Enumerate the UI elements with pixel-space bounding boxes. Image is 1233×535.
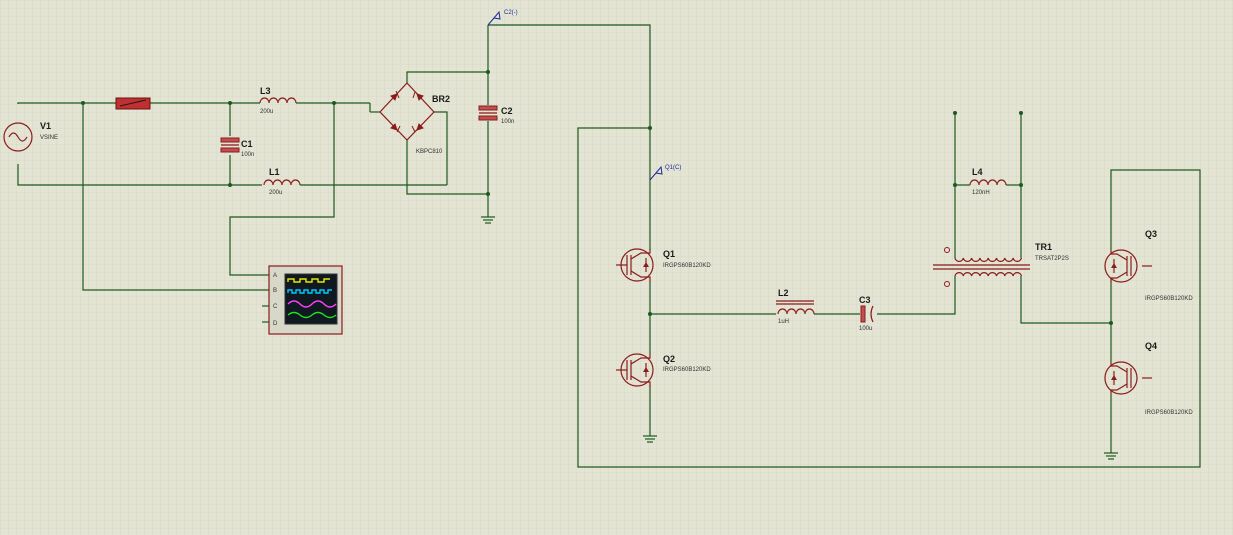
- br2-ref: BR2: [432, 94, 450, 104]
- v1-ref: V1: [40, 121, 51, 131]
- igbt-q2[interactable]: Q2 IRGPS60B120KD: [616, 353, 711, 387]
- voltage-probe-c2[interactable]: C2(-): [487, 10, 518, 26]
- igbt-q1[interactable]: Q1 IRGPS60B120KD: [616, 248, 711, 282]
- v1-value: VSINE: [40, 135, 58, 141]
- l2-value: 1uH: [778, 319, 789, 325]
- q1-ref: Q1: [663, 249, 675, 259]
- l1-value: 200u: [269, 190, 282, 196]
- inductor-l2[interactable]: L2 1uH: [776, 288, 815, 325]
- l2-ref: L2: [778, 288, 789, 298]
- fuse[interactable]: [115, 97, 151, 110]
- c3-ref: C3: [859, 295, 871, 305]
- voltage-probe-q1[interactable]: Q1(C): [649, 165, 681, 181]
- probe-q1-label: Q1(C): [665, 165, 681, 171]
- l3-value: 200u: [260, 109, 273, 115]
- c3-value: 100u: [859, 326, 872, 332]
- capacitor-c2[interactable]: C2 100n: [478, 105, 514, 125]
- ground-q2: [643, 435, 657, 443]
- scope-pin-b: B: [273, 288, 277, 294]
- igbt-q4[interactable]: Q4 IRGPS60B120KD: [1104, 341, 1193, 416]
- c2-ref: C2: [501, 106, 513, 116]
- bridge-rectifier-br2[interactable]: BR2 KBPC810: [369, 82, 450, 155]
- probe-c2-label: C2(-): [504, 10, 518, 16]
- q2-ref: Q2: [663, 354, 675, 364]
- scope-pin-d: D: [273, 321, 278, 327]
- wires: [17, 24, 1201, 468]
- br2-value: KBPC810: [416, 149, 443, 155]
- l4-value: 120nH: [972, 190, 990, 196]
- capacitor-c3[interactable]: C3 100u: [859, 295, 874, 332]
- tr1-value: TRSAT2P2S: [1035, 256, 1069, 262]
- inductor-l1[interactable]: L1 200u: [263, 167, 301, 196]
- ground-c2: [481, 216, 495, 224]
- tr1-ref: TR1: [1035, 242, 1052, 252]
- q2-value: IRGPS60B120KD: [663, 367, 711, 373]
- l4-ref: L4: [972, 167, 983, 177]
- scope-pin-c: C: [273, 304, 278, 310]
- q3-ref: Q3: [1145, 229, 1157, 239]
- source-v1[interactable]: V1 VSINE: [3, 121, 58, 152]
- q3-value: IRGPS60B120KD: [1145, 296, 1193, 302]
- c1-ref: C1: [241, 139, 253, 149]
- c1-value: 100n: [241, 152, 254, 158]
- oscilloscope[interactable]: A B C D: [262, 265, 343, 335]
- igbt-q3[interactable]: Q3 IRGPS60B120KD: [1104, 229, 1193, 302]
- l3-ref: L3: [260, 86, 271, 96]
- l1-ref: L1: [269, 167, 280, 177]
- c2-value: 100n: [501, 119, 514, 125]
- q1-value: IRGPS60B120KD: [663, 263, 711, 269]
- inductor-l3[interactable]: L3 200u: [259, 86, 297, 115]
- q4-ref: Q4: [1145, 341, 1157, 351]
- q4-value: IRGPS60B120KD: [1145, 410, 1193, 416]
- transformer-tr1[interactable]: TR1 TRSAT2P2S: [933, 242, 1069, 287]
- scope-pin-a: A: [273, 273, 277, 279]
- capacitor-c1[interactable]: C1 100n: [220, 137, 254, 158]
- inductor-l4[interactable]: L4 120nH: [969, 167, 1007, 196]
- ground-q4: [1104, 452, 1118, 460]
